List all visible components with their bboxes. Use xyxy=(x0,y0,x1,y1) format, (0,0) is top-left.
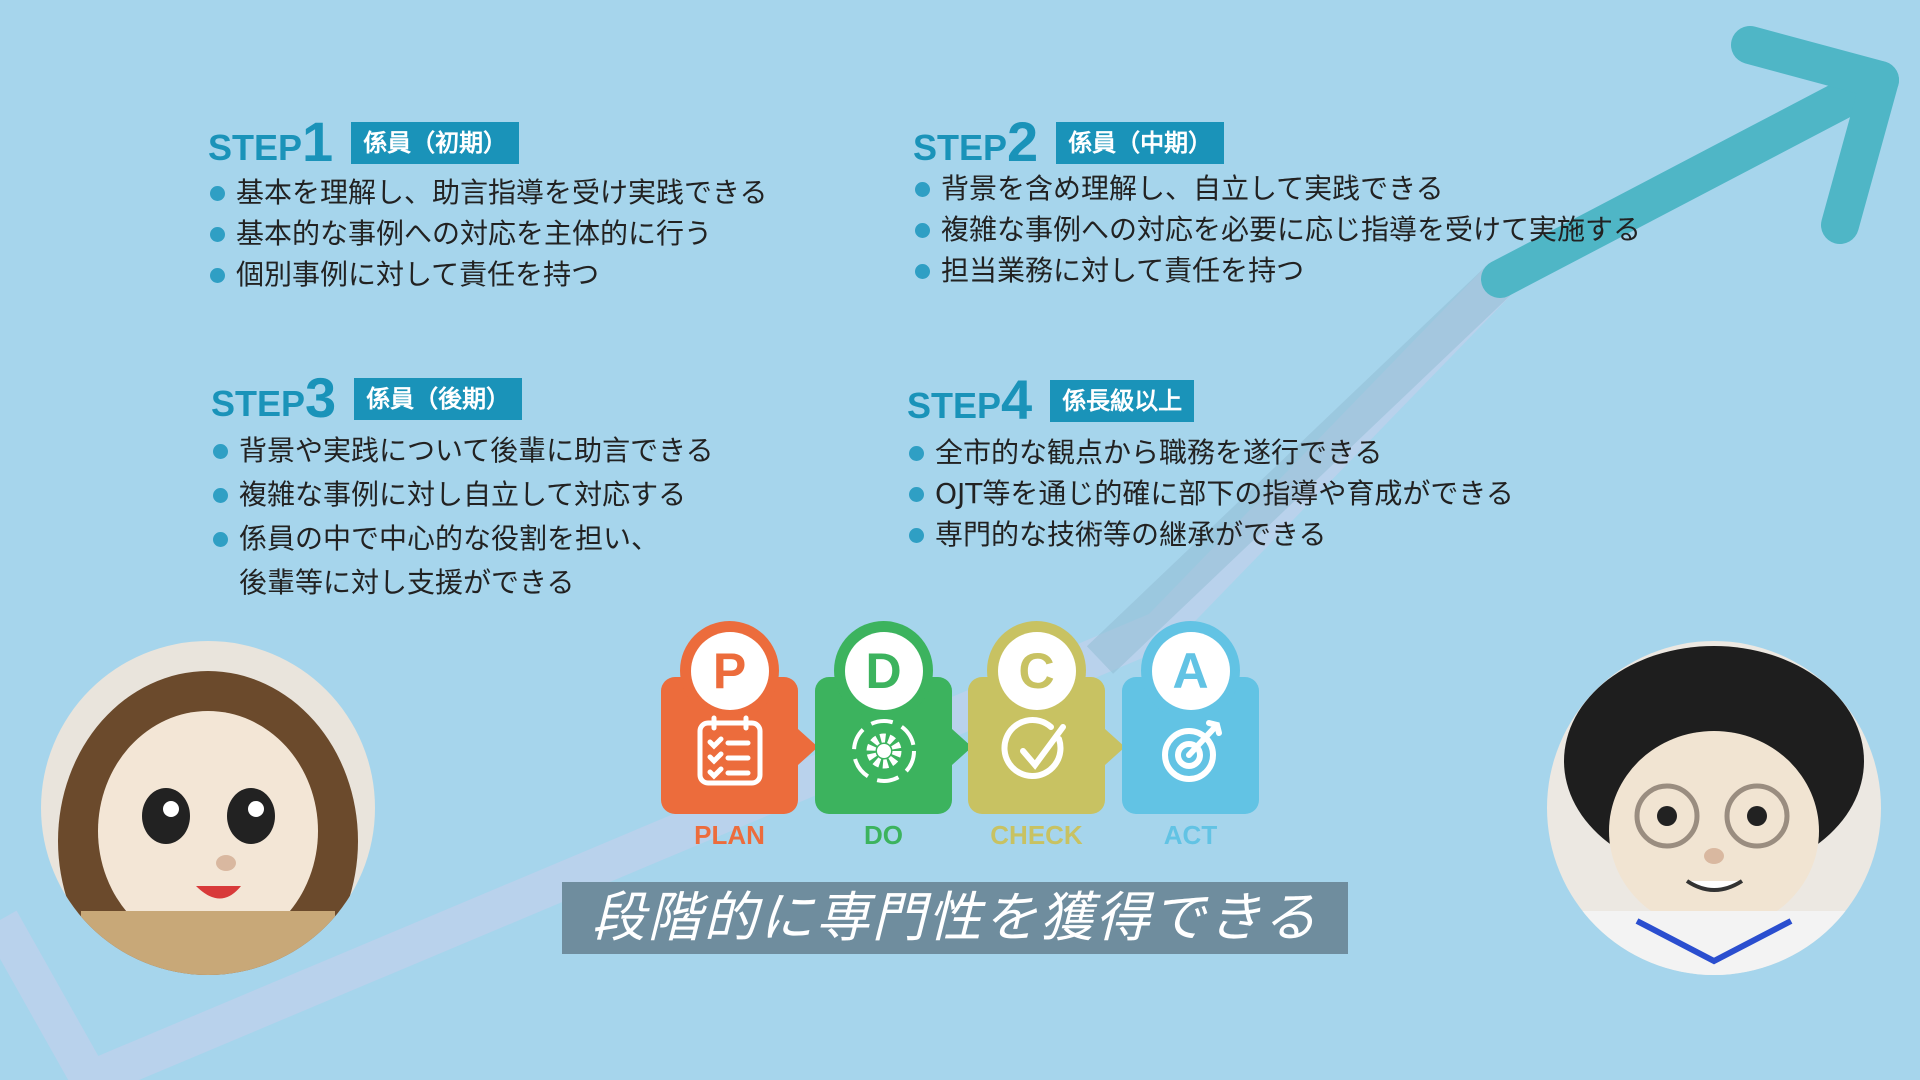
gear-cycle-icon xyxy=(852,719,916,783)
bullet: 個別事例に対して責任を持つ xyxy=(208,254,767,295)
avatar-left xyxy=(41,641,375,975)
pdca-do: D xyxy=(815,621,972,814)
caption-banner: 段階的に専門性を獲得できる xyxy=(562,882,1348,954)
step-number: 1 xyxy=(302,110,334,173)
pdca-label: CHECK xyxy=(990,820,1083,850)
role-tag: 係員（初期） xyxy=(351,122,520,164)
letter: C xyxy=(997,631,1076,710)
role-tag: 係員（後期） xyxy=(354,378,523,420)
bullet: 担当業務に対して責任を持つ xyxy=(913,250,1641,291)
bullet-continuation: 後輩等に対し支援ができる xyxy=(239,566,575,599)
checklist-icon xyxy=(697,715,763,786)
pdca-label: ACT xyxy=(1163,820,1218,850)
role-tag: 係員（中期） xyxy=(1056,122,1225,164)
letter: A xyxy=(1151,631,1230,710)
check-circle-icon xyxy=(1001,717,1066,779)
bullet: 基本的な事例への対応を主体的に行う xyxy=(208,213,767,254)
bullet: 背景を含め理解し、自立して実践できる xyxy=(913,168,1641,209)
letter: P xyxy=(690,631,769,710)
pdca-plan: P xyxy=(661,621,818,814)
pdca-act: A xyxy=(1122,621,1259,814)
target-icon xyxy=(1162,720,1222,782)
step-word: STEP xyxy=(211,383,306,424)
step-number: 3 xyxy=(305,366,337,429)
bullet: 専門的な技術等の継承ができる xyxy=(907,514,1514,555)
avatar-right xyxy=(1547,641,1881,975)
bullet: 背景や実践について後輩に助言できる xyxy=(211,430,714,474)
bullet: 複雑な事例に対し自立して対応する xyxy=(211,474,714,518)
letter: D xyxy=(844,631,923,710)
bullet: 複雑な事例への対応を必要に応じ指導を受けて実施する xyxy=(913,209,1641,250)
pdca-check: C xyxy=(968,621,1125,814)
step-number: 4 xyxy=(1001,368,1033,431)
step-number: 2 xyxy=(1007,110,1039,173)
bullet: 係員の中で中心的な役割を担い、 xyxy=(211,518,714,562)
pdca-label: DO xyxy=(864,820,903,850)
bullet: 基本を理解し、助言指導を受け実践できる xyxy=(208,172,767,213)
step-word: STEP xyxy=(913,127,1008,168)
step-word: STEP xyxy=(907,385,1002,426)
step-word: STEP xyxy=(208,127,303,168)
role-tag: 係長級以上 xyxy=(1050,380,1195,422)
bullet: 全市的な観点から職務を遂行できる xyxy=(907,432,1514,473)
bullet: OJT等を通じ的確に部下の指導や育成ができる xyxy=(907,473,1514,514)
pdca-label: PLAN xyxy=(694,820,765,850)
